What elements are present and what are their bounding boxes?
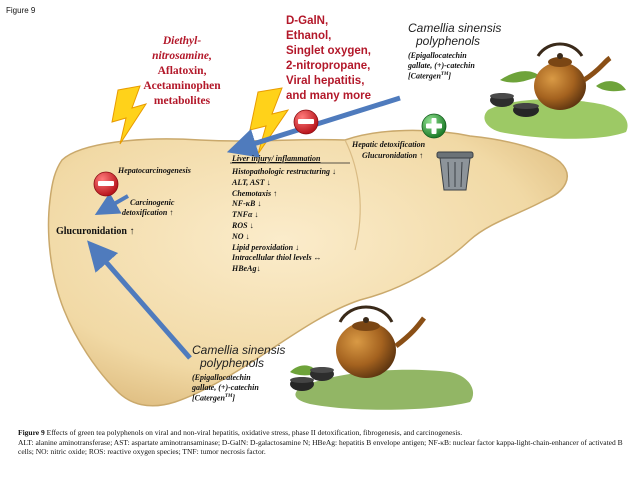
carcinogen-item: Diethyl- [162, 35, 202, 47]
camellia-detail: [CatergenTM] [408, 70, 528, 81]
lightning-bolt-left [111, 85, 148, 145]
plus-icon [421, 113, 447, 139]
toxin-item: D-GalN, [286, 15, 329, 27]
caption-label: Figure 9 [18, 428, 45, 437]
injury-item: ROS ↓ [232, 220, 254, 230]
hepatic-detox-label: Hepatic detoxification [352, 140, 426, 149]
carcinogenic-label: Carcinogenic [130, 198, 175, 207]
arrow-bottom-teapot [87, 240, 192, 360]
camellia-detail-text: [Catergen [192, 393, 225, 403]
camellia-detail: (Epigallocatechin [408, 51, 467, 60]
camellia-subtitle: polyphenols [200, 356, 265, 370]
camellia-label-bottom: Camellia sinensis polyphenols (Epigalloc… [192, 344, 312, 403]
injury-item: Histopathologic restructuring ↓ [232, 167, 337, 176]
minus-icon-center [293, 109, 319, 135]
carcinogenic-detox-label: detoxification ↑ [122, 208, 174, 217]
camellia-detail: (Epigallocatechin [192, 373, 251, 382]
camellia-detail: gallate, (+)-catechin [408, 60, 475, 70]
camellia-detail: gallate, (+)-catechin [192, 382, 259, 392]
carcinogen-item: Aflatoxin, [157, 65, 207, 77]
camellia-detail-end: ] [448, 71, 452, 81]
injury-item: TNFα ↓ [232, 210, 259, 220]
camellia-title: Camellia sinensis [408, 21, 502, 35]
toxin-item: Viral hepatitis, [286, 75, 365, 87]
camellia-label-top: Camellia sinensis polyphenols (Epigalloc… [408, 22, 528, 81]
figure-label: Figure 9 [6, 6, 36, 15]
toxin-item: Ethanol, [286, 30, 332, 42]
glucuronidation-left-label: Glucuronidation ↑ [56, 226, 135, 237]
injury-item: Chemotaxis ↑ [232, 188, 278, 198]
carcinogen-item: Acetaminophen [143, 80, 221, 92]
glucuronidation-right-label: Glucuronidation ↑ [362, 151, 424, 160]
arrow-carcinogenic [94, 192, 129, 215]
liver-shape [47, 129, 568, 407]
camellia-subtitle: polyphenols [416, 34, 481, 48]
teapot-illustration-top [484, 42, 628, 139]
camellia-detail: [CatergenTM] [192, 392, 312, 403]
carcinogen-list: Diethyl- nitrosamine, Aflatoxin, Acetami… [92, 34, 272, 109]
camellia-title: Camellia sinensis [192, 343, 286, 357]
injury-block: Liver injury/ inflammation Histopatholog… [232, 154, 336, 275]
injury-item: HBeAg↓ [232, 264, 261, 274]
toxin-item: Singlet oxygen, [286, 45, 371, 57]
teapot-illustration-bottom [290, 305, 474, 410]
injury-item: Intracellular thiol levels ↔ [232, 253, 322, 263]
injury-item: ALT, AST ↓ [232, 177, 271, 187]
liver-lobe-line [344, 139, 361, 251]
carcinogen-item: metabolites [153, 95, 211, 107]
camellia-detail-end: ] [232, 393, 236, 403]
caption-text: Effects of green tea polyphenols on vira… [44, 428, 463, 437]
camellia-detail-text: [Catergen [408, 71, 441, 81]
trademark-sup: TM [440, 72, 449, 77]
toxin-item: 2-nitropropane, [286, 60, 371, 72]
carcinogen-item: nitrosamine, [152, 50, 212, 62]
hepatocarcinogenesis-label: Hepatocarcinogenesis [118, 166, 191, 175]
toxin-list: D-GalN, Ethanol, Singlet oxygen, 2-nitro… [286, 14, 396, 104]
injury-item: NO ↓ [232, 231, 250, 241]
trademark-sup: TM [224, 394, 233, 399]
injury-item: NF-κB ↓ [232, 199, 262, 209]
injury-item: Lipid peroxidation ↓ [232, 242, 300, 252]
toxin-item: and many more [286, 90, 371, 102]
caption-abbreviations: ALT: alanine aminotransferase; AST: aspa… [18, 437, 623, 457]
trash-can-icon [436, 151, 474, 191]
injury-list: Histopathologic restructuring ↓ ALT, AST… [232, 167, 336, 275]
caption-main: Figure 9 Effects of green tea polyphenol… [18, 428, 628, 438]
injury-title: Liver injury/ inflammation [232, 154, 321, 163]
figure-caption: Figure 9 Effects of green tea polyphenol… [18, 428, 628, 457]
minus-icon-left [93, 171, 119, 197]
